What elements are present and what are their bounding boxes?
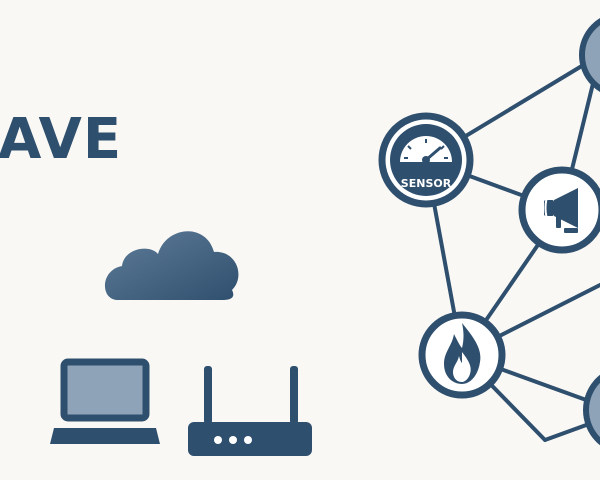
sensor-label: SENSOR [401, 177, 452, 190]
brand-title: AVE [0, 107, 123, 172]
node-sensor: SENSOR [378, 112, 474, 208]
node-top-right [579, 18, 600, 92]
flame-icon [444, 323, 481, 384]
siren-icon [544, 188, 578, 233]
node-fire [418, 311, 506, 399]
node-bottom-right [583, 374, 600, 446]
laptop-icon [50, 358, 160, 444]
gauge-icon [400, 136, 452, 164]
node-siren [518, 166, 600, 254]
cloud-icon [104, 231, 239, 300]
router-icon [188, 366, 312, 456]
